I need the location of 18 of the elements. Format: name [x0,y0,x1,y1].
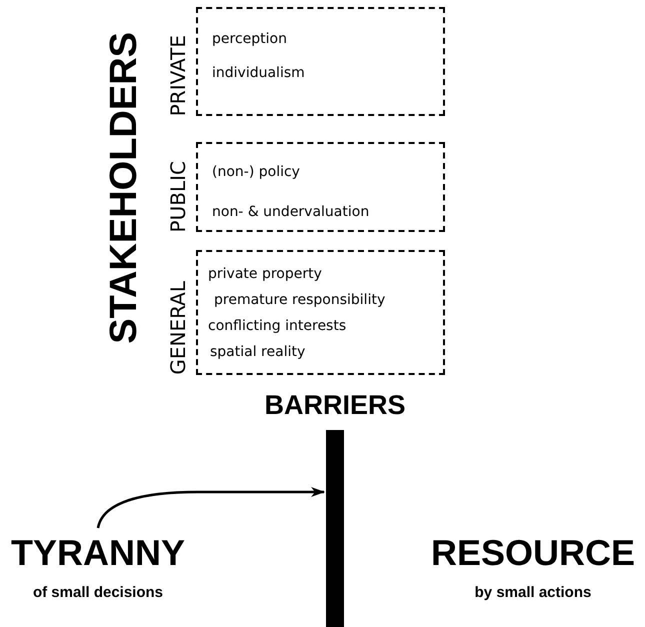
barrier-item: (non-) policy [212,164,300,180]
barrier-item: private property [208,266,322,282]
barrier-item: spatial reality [210,344,306,360]
barrier-item: premature responsibility [214,292,386,308]
subheading: by small actions [474,584,592,601]
heading: RESOURCE [430,532,636,574]
barrier-item: individualism [212,65,305,81]
subheading: of small decisions [32,584,164,601]
side-heading: STAKEHOLDERS [104,32,144,344]
category-heading: PUBLIC [166,160,190,232]
curved-arrow [96,487,325,528]
category-heading: PRIVATE [166,34,190,116]
barrier-item: perception [212,31,287,47]
category-heading: GENERAL [166,281,190,375]
heading: TYRANNY [10,532,186,574]
barrier-item: non- & undervaluation [212,204,370,220]
heading: BARRIERS [263,390,406,421]
barrier-item: conflicting interests [208,318,346,334]
